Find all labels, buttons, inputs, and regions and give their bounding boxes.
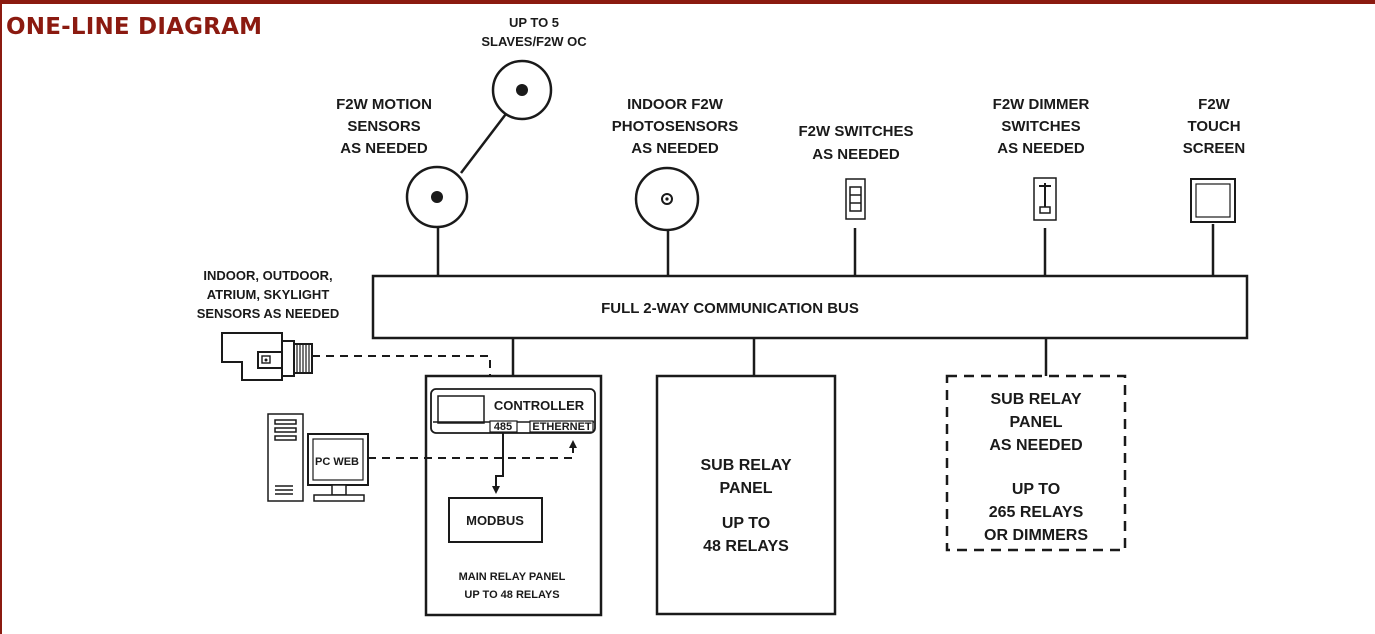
communication-bus: FULL 2-WAY COMMUNICATION BUS (371, 274, 1249, 340)
sub-panel-label-4: UP TO (722, 515, 770, 532)
opt-panel-label-7: OR DIMMERS (984, 527, 1088, 544)
top-rule (0, 0, 1375, 4)
opt-panel-label-5: UP TO (1012, 481, 1060, 498)
ethernet-link (368, 440, 577, 459)
diagram-title: ONE-LINE DIAGRAM (6, 14, 263, 40)
main-panel-label-2: UP TO 48 RELAYS (464, 589, 559, 601)
opt-panel-label-2: PANEL (1009, 414, 1062, 431)
sub-panel-label-2: PANEL (719, 480, 772, 497)
port-485-label: 485 (494, 421, 512, 433)
main-relay-panel (424, 374, 603, 617)
sub-relay-panel (655, 374, 837, 616)
main-panel-label-1: MAIN RELAY PANEL (459, 571, 566, 583)
port-ethernet-label: ETHERNET (532, 421, 592, 433)
photo-label-3: AS NEEDED (631, 140, 719, 157)
modbus-link (492, 432, 504, 494)
sub-relay-panel-optional (945, 374, 1127, 552)
ext-sensors-label-1: INDOOR, OUTDOOR, (203, 268, 332, 283)
opt-panel-label-6: 265 RELAYS (989, 504, 1084, 521)
touch-label-3: SCREEN (1183, 140, 1246, 157)
ext-sensors-label-3: SENSORS AS NEEDED (197, 306, 340, 321)
pc-tower-icon (267, 413, 369, 502)
skylight-sensor-icon (221, 332, 313, 381)
opt-panel-label-3: AS NEEDED (989, 437, 1082, 454)
bus-connectors-top (436, 224, 1215, 276)
motion-label-3: AS NEEDED (340, 140, 428, 157)
bus-connectors-bottom (511, 338, 1048, 376)
touch-label-1: F2W (1198, 96, 1231, 113)
switch-icon (845, 178, 866, 220)
modbus-label: MODBUS (466, 513, 524, 528)
photo-label-1: INDOOR F2W (627, 96, 724, 113)
dimmer-switch-icon (1033, 177, 1057, 221)
dimmer-label-2: SWITCHES (1001, 118, 1080, 135)
photo-label-2: PHOTOSENSORS (612, 118, 738, 135)
slaves-label-2: SLAVES/F2W OC (481, 34, 587, 49)
motion-sensor-icon (405, 165, 469, 229)
switches-label-2: AS NEEDED (812, 146, 900, 163)
touch-label-2: TOUCH (1187, 118, 1240, 135)
pc-label: PC WEB (315, 456, 359, 468)
opt-panel-label-1: SUB RELAY (991, 391, 1082, 408)
left-rule (0, 0, 2, 634)
slave-sensor-icon (460, 59, 553, 174)
motion-label-1: F2W MOTION (336, 96, 432, 113)
sub-panel-label-1: SUB RELAY (701, 457, 792, 474)
dimmer-label-1: F2W DIMMER (993, 96, 1090, 113)
motion-label-2: SENSORS (347, 118, 420, 135)
switches-label-1: F2W SWITCHES (799, 123, 914, 140)
bus-label: FULL 2-WAY COMMUNICATION BUS (601, 300, 859, 317)
ext-sensors-label-2: ATRIUM, SKYLIGHT (207, 287, 330, 302)
sub-panel-label-5: 48 RELAYS (703, 538, 789, 555)
slaves-label-1: UP TO 5 (509, 15, 559, 30)
touch-screen-icon (1190, 178, 1236, 223)
dimmer-label-3: AS NEEDED (997, 140, 1085, 157)
photosensor-icon (634, 166, 700, 232)
controller-label: CONTROLLER (494, 398, 585, 413)
